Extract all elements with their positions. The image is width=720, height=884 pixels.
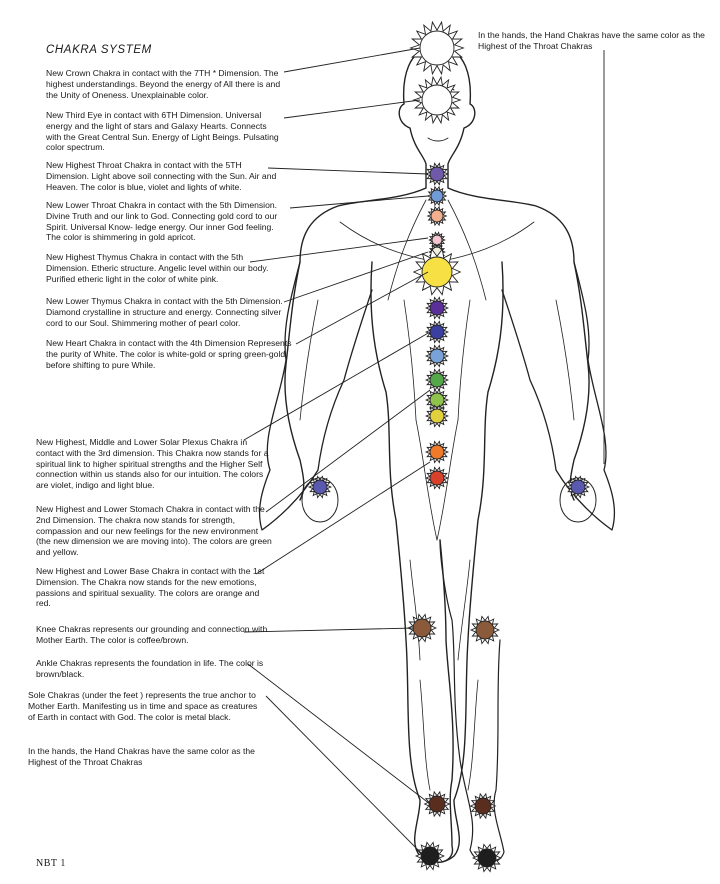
heart-chakra (421, 256, 453, 288)
note-heart: New Heart Chakra in contact with the 4th… (46, 338, 292, 370)
highest-solar-plexus-chakra (429, 300, 445, 316)
note-lower-throat: New Lower Throat Chakra in contact with … (46, 200, 278, 243)
right-sole-chakra (477, 848, 497, 868)
muscle-line-9 (457, 559, 471, 661)
inner-leg-outline (439, 539, 505, 864)
leader-third-eye (283, 99, 421, 119)
left-palm (301, 477, 339, 523)
diagram-title: CHAKRA SYSTEM (46, 44, 152, 56)
left-arm-outline (258, 261, 373, 531)
muscle-line-6 (415, 419, 438, 541)
leader-ankle (247, 663, 431, 805)
muscle-line-7 (436, 419, 459, 541)
leader-crown (283, 47, 421, 73)
leader-highest-throat (267, 167, 429, 175)
leader-highest-thymus (249, 237, 429, 263)
note-hands-bottom: In the hands, the Hand Chakras have the … (28, 746, 255, 767)
lower-throat-chakra (430, 209, 444, 223)
note-base: New Highest and Lower Base Chakra in con… (36, 566, 265, 609)
note-ankle: Ankle Chakras represents the foundation … (36, 658, 264, 679)
note-knee: Knee Chakras represents our grounding an… (36, 624, 268, 645)
left-sole-chakra (420, 846, 440, 866)
note-third-eye: New Third Eye in contact with 6TH Dimens… (46, 110, 279, 153)
leader-solar-plexus (243, 331, 431, 441)
highest-base-chakra (429, 444, 445, 460)
leader-lower-thymus (283, 251, 429, 303)
body-outline-left (284, 47, 435, 501)
left-ankle-chakra (428, 795, 446, 813)
right-arm-outline (501, 261, 616, 531)
third-eye-chakra (421, 84, 453, 116)
muscle-line-4 (403, 299, 417, 421)
left-knee-chakra (412, 618, 432, 638)
body-outline-right (439, 47, 590, 501)
throat-chakra-2 (430, 189, 444, 203)
leader-knee (243, 627, 415, 633)
muscle-line-5 (457, 299, 471, 421)
highest-stomach-chakra (429, 372, 445, 388)
lower-solar-plexus-chakra (429, 348, 445, 364)
muscle-line-13 (555, 299, 575, 421)
lower-stomach-chakra (429, 408, 445, 424)
stomach-chakra-2 (429, 392, 445, 408)
note-stomach: New Highest and Lower Stomach Chakra in … (36, 504, 272, 558)
muscle-line-3 (436, 221, 535, 263)
left-leg-outline (370, 261, 454, 864)
right-knee-chakra (475, 620, 495, 640)
note-lower-thymus: New Lower Thymus Chakra in contact with … (46, 296, 283, 328)
leader-stomach (265, 389, 431, 513)
muscle-line-0 (387, 199, 427, 301)
highest-throat-chakra (429, 166, 445, 182)
note-highest-thymus: New Highest Thymus Chakra in contact wit… (46, 252, 269, 284)
muscle-line-2 (339, 221, 438, 263)
crown-chakra (419, 30, 455, 66)
muscle-line-1 (447, 199, 487, 301)
muscle-line-10 (419, 679, 431, 791)
muscle-line-11 (467, 679, 479, 791)
lower-base-chakra (429, 470, 445, 486)
leader-sole (265, 695, 425, 857)
right-palm (559, 477, 597, 523)
note-solar-plexus: New Highest, Middle and Lower Solar Plex… (36, 437, 269, 491)
hand-chakra-note: In the hands, the Hand Chakras have the … (478, 30, 705, 51)
left-hand-chakra (312, 479, 328, 495)
note-sole: Sole Chakras (under the feet ) represent… (28, 690, 258, 722)
right-ankle-chakra (474, 797, 492, 815)
right-leg-outline (424, 261, 504, 864)
leader-base (255, 461, 431, 575)
note-crown: New Crown Chakra in contact with the 7TH… (46, 68, 281, 100)
middle-solar-plexus-chakra (429, 324, 445, 340)
leader-lower-throat (289, 195, 429, 209)
highest-thymus-chakra (431, 234, 443, 246)
leader-heart (295, 271, 429, 345)
right-hand-chakra (570, 479, 586, 495)
mouth (427, 137, 449, 142)
footer-code: NBT 1 (36, 858, 66, 869)
note-highest-throat: New Highest Throat Chakra in contact wit… (46, 160, 277, 192)
muscle-line-8 (409, 559, 421, 661)
